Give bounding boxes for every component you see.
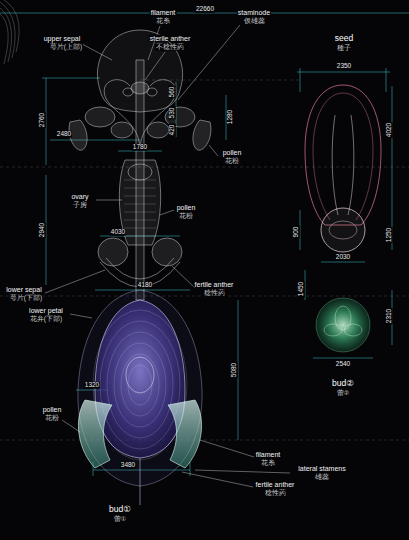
bud-contour [114, 343, 166, 427]
part-label: pollen [222, 149, 243, 156]
ovary-ring [124, 204, 156, 205]
part-label-japanese: 萼片(上部) [49, 44, 83, 51]
ovary-ring [124, 196, 156, 197]
part-label-japanese: 花糸 [155, 18, 171, 25]
part-label-japanese: 子房 [72, 202, 88, 209]
bud-contour [100, 321, 180, 449]
part-label-japanese: 花粉 [178, 213, 194, 220]
part-label: lower petal [28, 307, 64, 314]
bud-one [78, 290, 202, 505]
part-label-japanese: 稔性葯 [264, 490, 287, 497]
dimension-label: 1250 [386, 227, 393, 243]
dimension-label: 560 [169, 86, 176, 99]
part-label: pollen [42, 406, 63, 413]
part-label-japanese: 萼片(下部) [9, 295, 43, 302]
ovary-ring [124, 180, 156, 181]
upper-flower [69, 30, 211, 300]
dimension-lines [0, 13, 409, 476]
ovary-ring [124, 212, 156, 213]
part-label-japanese: 花粉 [44, 415, 60, 422]
part-label: upper sepal [43, 35, 82, 42]
dimension-label: 5080 [231, 362, 238, 378]
part-label: fertile anther [255, 481, 296, 488]
figure-title: bud② [331, 379, 355, 388]
dimension-label: 4020 [386, 122, 393, 138]
dimension-label: 2940 [39, 222, 46, 238]
dimension-label: 420 [169, 124, 176, 137]
part-label-japanese: 不稔性葯 [155, 44, 185, 51]
ovary-ring [124, 188, 156, 189]
figure-title: seed [334, 34, 354, 43]
dimension-label: 2480 [56, 131, 72, 138]
ovary-ring [124, 228, 156, 229]
dimension-label: 4180 [137, 282, 153, 289]
dimension-label: 530 [169, 107, 176, 120]
dimension-label: 3480 [120, 462, 136, 469]
part-label: fertile anther [194, 281, 235, 288]
ovary-ring [124, 236, 156, 237]
part-label-japanese: 蕾② [336, 390, 351, 397]
dimension-label: 4030 [110, 229, 126, 236]
dimension-label: 2030 [335, 254, 351, 261]
part-label: staminode [237, 9, 271, 16]
bud-two [316, 298, 370, 352]
leader-lines [45, 25, 290, 487]
part-label-japanese: 種子 [336, 45, 352, 52]
part-label: ovary [70, 193, 89, 200]
dimension-label: 1280 [227, 109, 234, 125]
bud-contour [121, 354, 159, 416]
bud-contour [93, 310, 187, 460]
dimension-label: 22660 [195, 6, 215, 13]
dimension-label: 2310 [386, 308, 393, 324]
part-label: filament [255, 451, 282, 458]
dimension-label: 1450 [298, 281, 305, 297]
part-label-japanese: 花弁(下部) [29, 316, 63, 323]
dimension-label: 2540 [335, 361, 351, 368]
figure-title: bud① [108, 505, 132, 514]
dimension-label: 1780 [132, 144, 148, 151]
part-label-japanese: 蕾① [113, 516, 128, 523]
ovary-ring [124, 220, 156, 221]
part-label: lower sepal [5, 286, 42, 293]
dimension-label: 2350 [336, 63, 352, 70]
dimension-label: 1320 [84, 382, 100, 389]
part-label-japanese: 仮雄蕊 [243, 18, 266, 25]
part-label: sterile anther [149, 35, 191, 42]
corner-arcs [0, 0, 19, 64]
part-label-japanese: 雄蕊 [314, 474, 330, 481]
part-label: filament [150, 9, 177, 16]
guide-lines [0, 80, 409, 440]
dimension-label: 900 [293, 226, 300, 239]
part-label-japanese: 稔性葯 [203, 290, 226, 297]
bud-contour [107, 332, 173, 438]
part-label-japanese: 花粉 [224, 158, 240, 165]
part-label: pollen [176, 204, 197, 211]
part-label: lateral stamens [297, 465, 346, 472]
dimension-label: 2760 [39, 112, 46, 128]
seed [305, 85, 381, 252]
bud-contour [128, 365, 152, 405]
part-label-japanese: 花糸 [260, 460, 276, 467]
